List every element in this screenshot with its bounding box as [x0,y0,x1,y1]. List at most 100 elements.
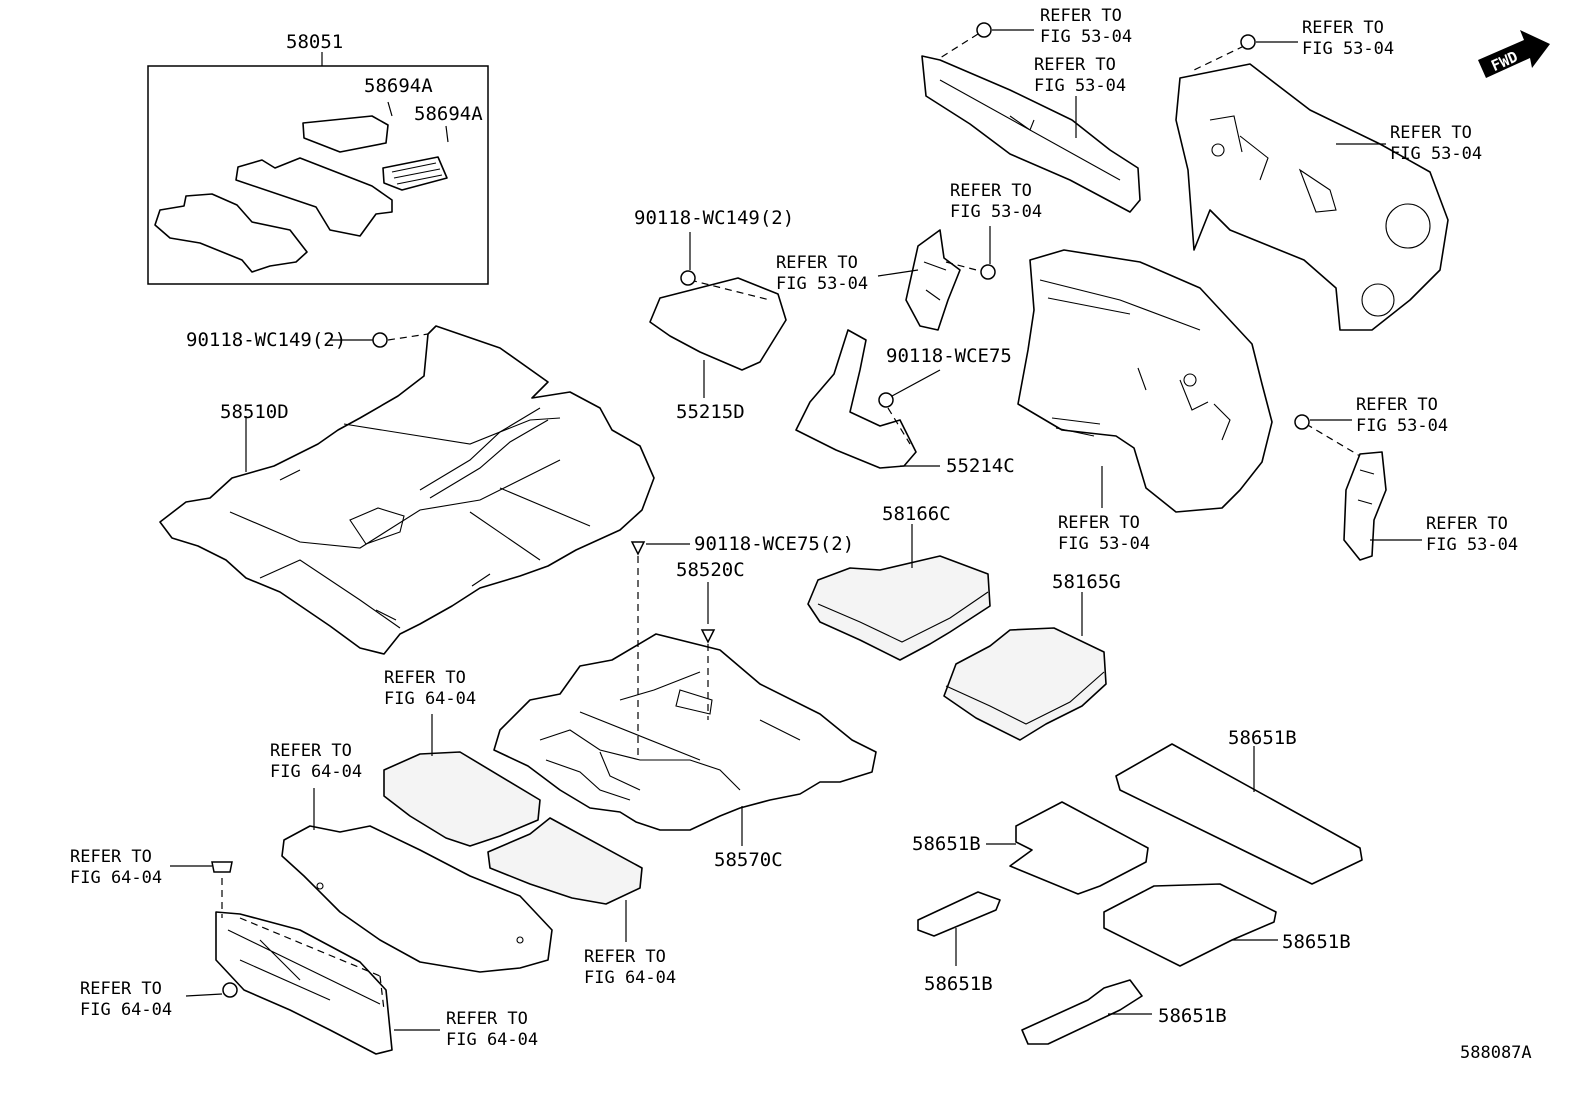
clip-icon [211,861,233,873]
label-90118-WC149-b[interactable]: 90118-WC149(2) [186,329,346,351]
clip-icon [976,22,992,38]
svg-text:FIG 64-04: FIG 64-04 [584,968,676,988]
label-58651B-d[interactable]: 58651B [924,973,993,995]
rear-floor-pad-b[interactable] [487,817,643,942]
svg-text:FIG 53-04: FIG 53-04 [1390,144,1482,164]
refer-label-64-d[interactable]: REFER TO FIG 64-04 [584,947,676,988]
refer-label-64-c[interactable]: REFER TO FIG 64-04 [70,847,162,888]
svg-text:FIG 64-04: FIG 64-04 [80,1000,172,1020]
label-58510D[interactable]: 58510D [220,401,289,423]
clip-icon [878,392,894,408]
refer-label-silencer[interactable]: REFER TO FIG 53-04 [1058,513,1150,554]
svg-text:FIG 53-04: FIG 53-04 [776,274,868,294]
svg-text:REFER TO: REFER TO [1040,6,1122,26]
svg-text:FIG 53-04: FIG 53-04 [1302,39,1394,59]
dash-outer-silencer[interactable] [1175,34,1449,331]
floor-mat-set-58051[interactable] [147,52,489,285]
label-58651B-a[interactable]: 58651B [1228,727,1297,749]
floor-pad-58651B-large[interactable] [1115,743,1363,885]
fwd-arrow-icon: FWD [1478,30,1550,78]
svg-text:REFER TO: REFER TO [584,947,666,967]
svg-text:FIG 53-04: FIG 53-04 [1058,534,1150,554]
svg-text:REFER TO: REFER TO [776,253,858,273]
svg-text:REFER TO: REFER TO [1058,513,1140,533]
svg-text:REFER TO: REFER TO [80,979,162,999]
rear-cross-silencer[interactable] [281,788,553,973]
label-58694A-1[interactable]: 58694A [364,75,433,97]
svg-text:FIG 53-04: FIG 53-04 [950,202,1042,222]
refer-label-64-f[interactable]: REFER TO FIG 64-04 [446,1009,538,1050]
floor-carpet-58510D[interactable] [159,325,655,655]
clip-icon [222,982,238,998]
label-90118-WC149-a[interactable]: 90118-WC149(2) [634,207,794,229]
refer-label-64-a[interactable]: REFER TO FIG 64-04 [384,668,476,709]
upper-bracket-strip[interactable] [921,22,1141,213]
tray-58165G[interactable] [943,592,1107,741]
svg-text:FIG 53-04: FIG 53-04 [1356,416,1448,436]
label-58651B-c[interactable]: 58651B [1282,931,1351,953]
refer-label-top-right-1[interactable]: REFER TO FIG 53-04 [1302,18,1394,59]
refer-label-64-e[interactable]: REFER TO FIG 64-04 [80,979,172,1020]
svg-text:FIG 53-04: FIG 53-04 [1040,27,1132,47]
svg-text:FIG 64-04: FIG 64-04 [270,762,362,782]
svg-text:REFER TO: REFER TO [950,181,1032,201]
svg-text:REFER TO: REFER TO [1302,18,1384,38]
clip-icon [700,629,716,644]
svg-text:FIG 64-04: FIG 64-04 [70,868,162,888]
mat-set-box [147,65,489,285]
svg-text:REFER TO: REFER TO [1356,395,1438,415]
floor-silencer-58570C[interactable] [493,633,877,846]
label-90118-WCE75[interactable]: 90118-WCE75 [886,345,1012,367]
svg-text:REFER TO: REFER TO [70,847,152,867]
svg-text:FIG 53-04: FIG 53-04 [1426,535,1518,555]
label-58651B-e[interactable]: 58651B [1158,1005,1227,1027]
label-58520C[interactable]: 58520C [676,559,745,581]
refer-label-top-1[interactable]: REFER TO FIG 53-04 [1040,6,1132,47]
svg-text:FIG 64-04: FIG 64-04 [446,1030,538,1050]
dash-panel-silencer[interactable] [1017,249,1273,513]
refer-label-bracket-right[interactable]: REFER TO FIG 53-04 [950,181,1042,222]
clip-icon [630,541,646,556]
insulator-pad-55214C[interactable] [795,329,941,469]
floor-pad-58651B-rear[interactable] [1103,883,1278,967]
svg-text:REFER TO: REFER TO [1034,55,1116,75]
floor-pad-58651B-front[interactable] [986,801,1149,895]
svg-text:FIG 64-04: FIG 64-04 [384,689,476,709]
label-55214C[interactable]: 55214C [946,455,1015,477]
floor-pad-58651B-bottom[interactable] [1021,979,1152,1045]
diagram-id: 588087A [1460,1043,1532,1063]
svg-text:REFER TO: REFER TO [1426,514,1508,534]
rear-panel-trim[interactable] [170,861,440,1055]
refer-label-right-2[interactable]: REFER TO FIG 53-04 [1426,514,1518,555]
label-90118-WCE75-2[interactable]: 90118-WCE75(2) [694,533,854,555]
clip-icon [1294,414,1310,430]
floor-pad-58651B-strip[interactable] [917,891,1001,966]
refer-label-top-right-2[interactable]: REFER TO FIG 53-04 [1390,123,1482,164]
clip-icon [372,332,388,348]
refer-label-bracket-left[interactable]: REFER TO FIG 53-04 [776,253,868,294]
clip-icon [980,264,996,280]
label-58651B-b[interactable]: 58651B [912,833,981,855]
right-side-bracket[interactable] [1294,414,1422,561]
label-58051[interactable]: 58051 [286,31,343,53]
refer-label-64-b[interactable]: REFER TO FIG 64-04 [270,741,362,782]
label-58570C[interactable]: 58570C [714,849,783,871]
tray-58166C[interactable] [807,524,991,661]
svg-text:REFER TO: REFER TO [384,668,466,688]
label-58694A-2[interactable]: 58694A [414,103,483,125]
label-55215D[interactable]: 55215D [676,401,745,423]
refer-label-top-2[interactable]: REFER TO FIG 53-04 [1034,55,1126,96]
svg-text:FIG 53-04: FIG 53-04 [1034,76,1126,96]
svg-text:REFER TO: REFER TO [446,1009,528,1029]
insulator-pad-55215D[interactable] [649,232,787,398]
dash-bracket[interactable] [877,226,996,331]
svg-text:REFER TO: REFER TO [270,741,352,761]
refer-label-right-1[interactable]: REFER TO FIG 53-04 [1356,395,1448,436]
clip-icon [680,270,696,286]
label-58166C[interactable]: 58166C [882,503,951,525]
clip-icon [1240,34,1256,50]
svg-text:REFER TO: REFER TO [1390,123,1472,143]
rear-floor-pad-a[interactable] [383,714,541,847]
label-58165G[interactable]: 58165G [1052,571,1121,593]
